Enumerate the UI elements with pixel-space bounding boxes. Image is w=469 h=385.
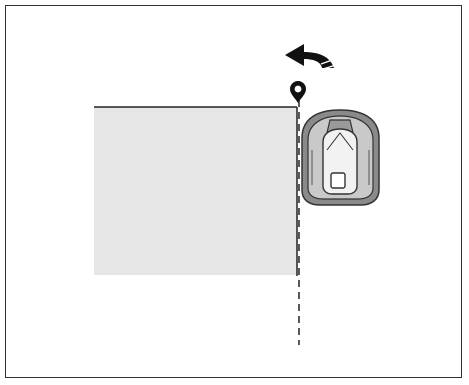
- robotic-mower-icon: [301, 109, 380, 206]
- work-area: [94, 107, 297, 275]
- curved-left-arrow-icon: [285, 44, 337, 70]
- map-pin-icon: [290, 81, 306, 103]
